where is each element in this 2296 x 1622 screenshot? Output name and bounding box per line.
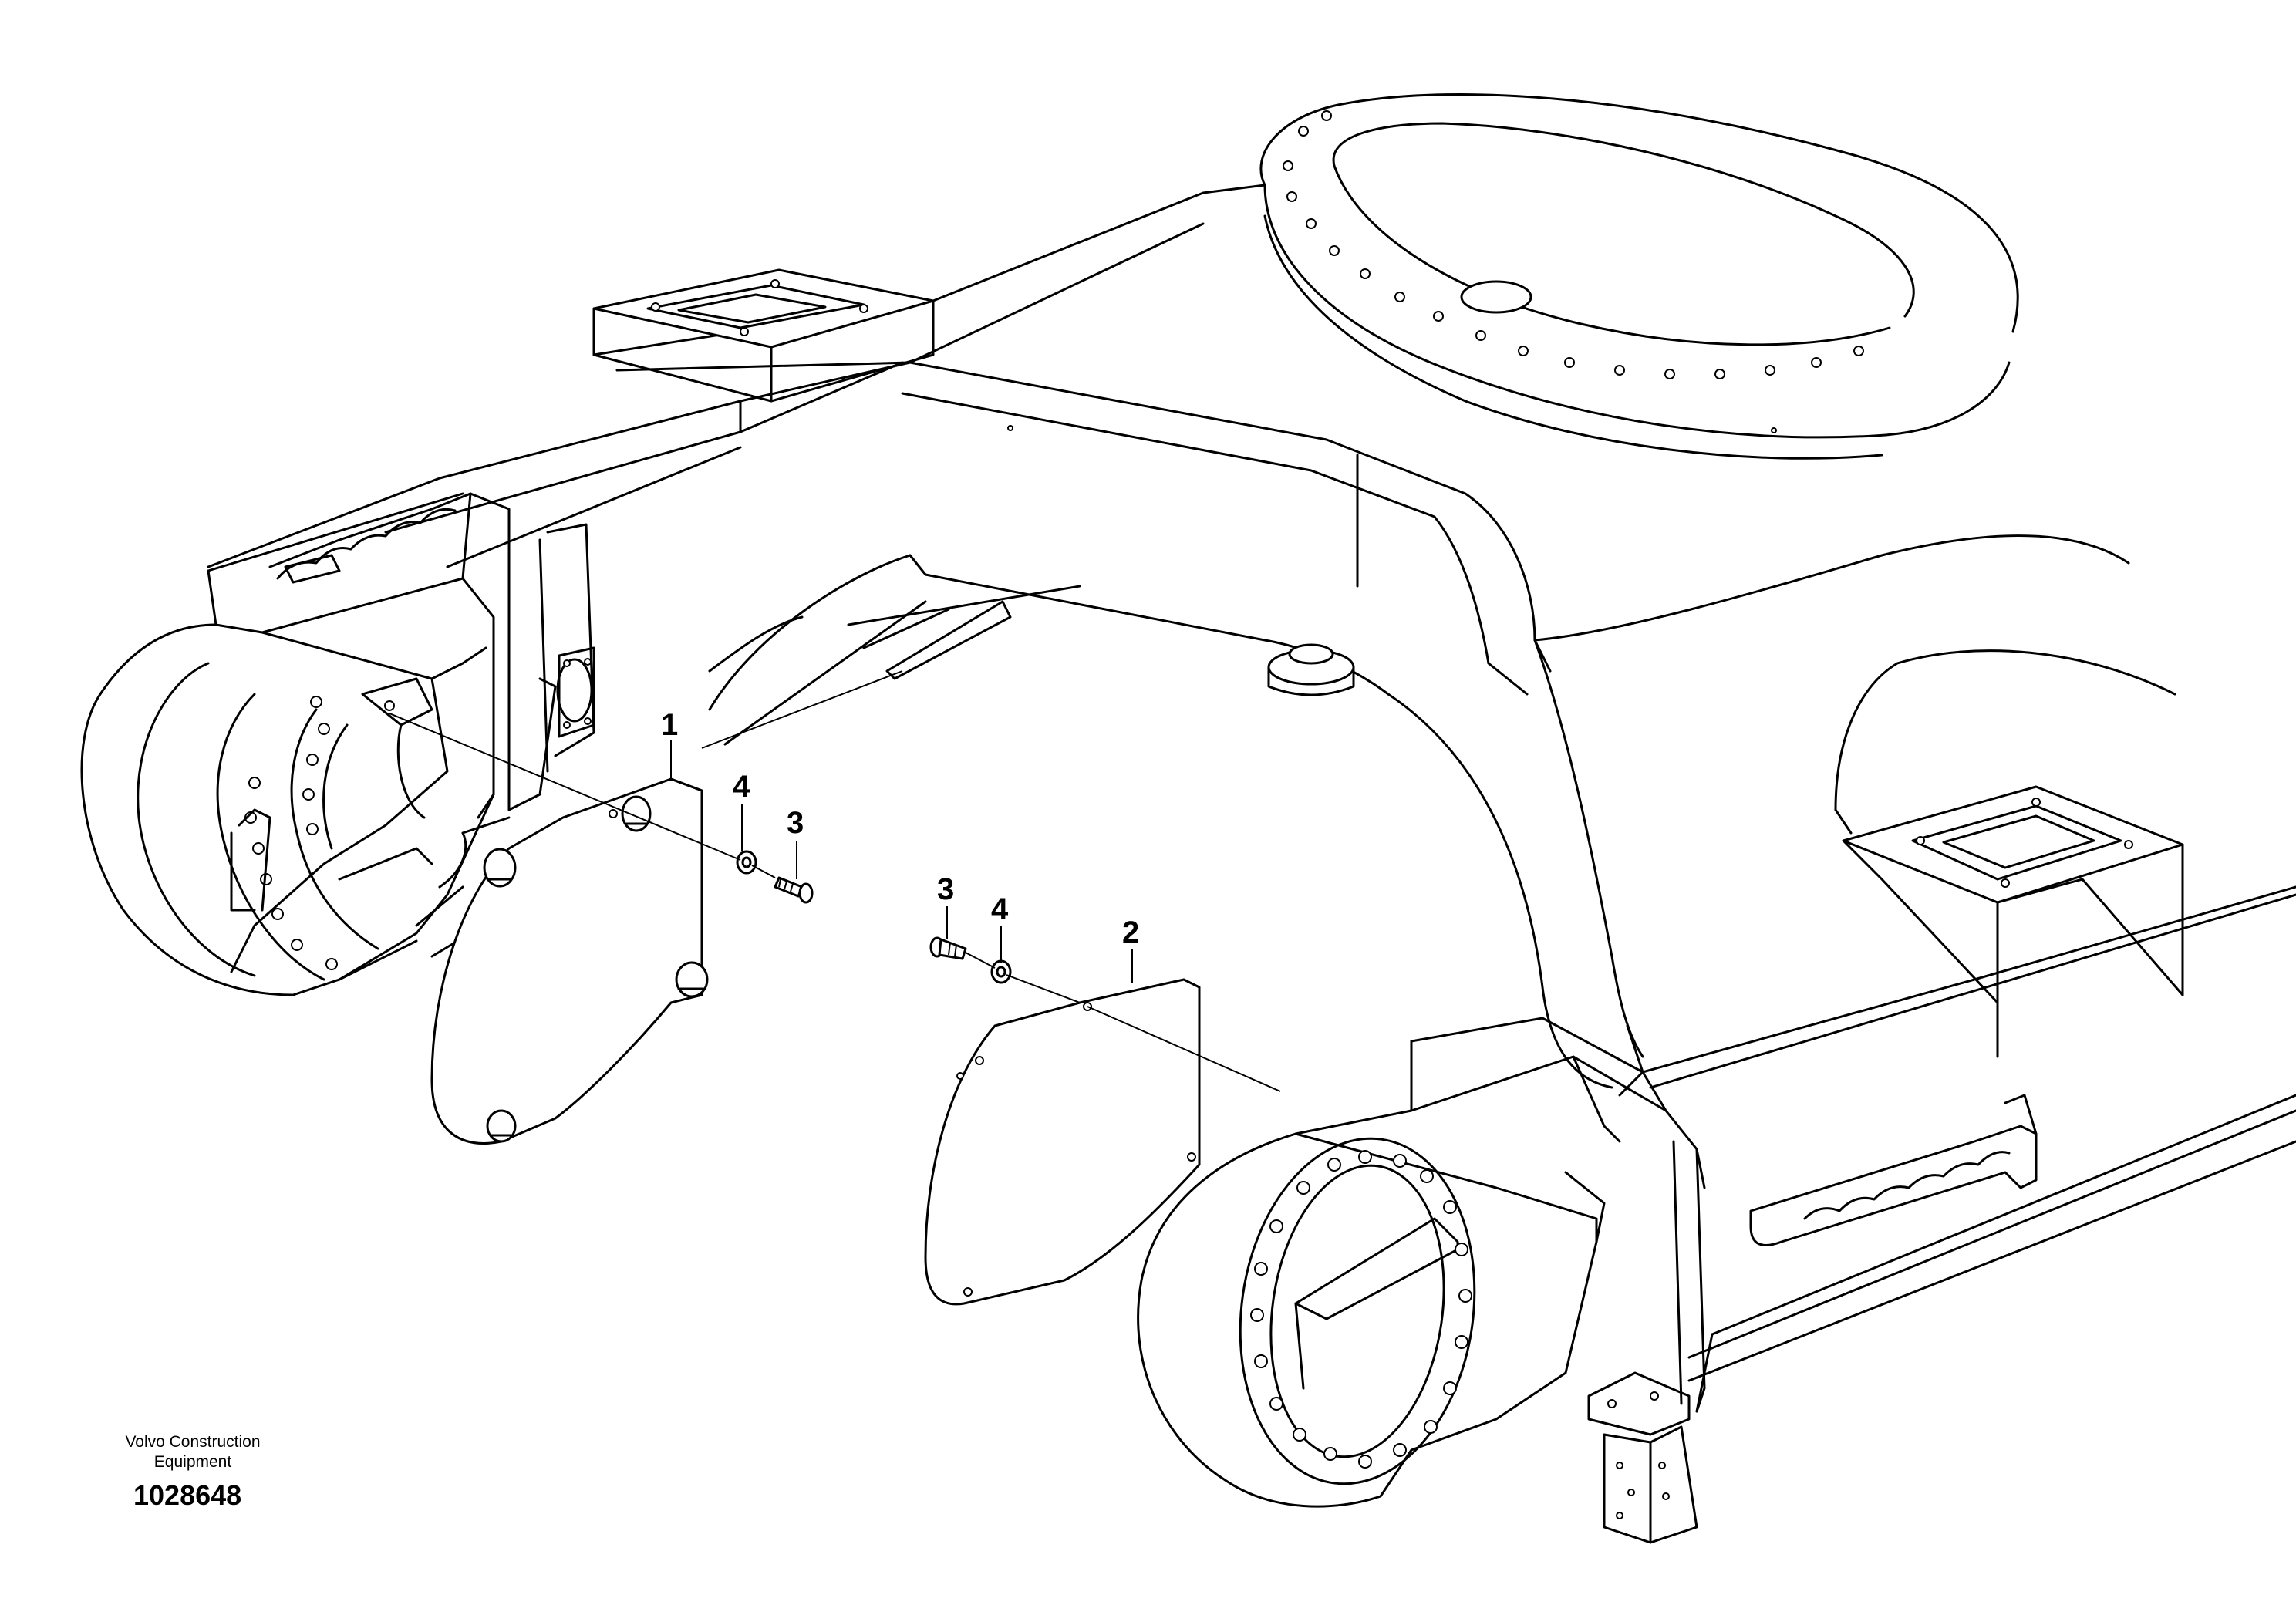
right-drum-bolt-holes bbox=[1250, 1150, 1472, 1469]
drawing-number: 1028648 bbox=[133, 1479, 242, 1511]
callout-right-washer: 4 bbox=[991, 892, 1009, 926]
publisher-line-1: Volvo Construction bbox=[125, 1433, 261, 1451]
right-pad-mount bbox=[1842, 785, 2184, 1058]
right-track-frame bbox=[1137, 1017, 1714, 1544]
left-fasteners bbox=[736, 850, 814, 904]
ring-bolt-holes bbox=[1007, 110, 1864, 433]
screw-left bbox=[774, 876, 814, 904]
cover-plate-right bbox=[924, 978, 1201, 1306]
left-pad-mount bbox=[592, 268, 935, 403]
callout-right-screw: 3 bbox=[937, 872, 954, 906]
left-track-frame bbox=[80, 492, 595, 996]
right-fasteners bbox=[929, 936, 1012, 984]
left-drum-bolt-holes bbox=[244, 696, 338, 970]
swing-ring bbox=[1007, 93, 2019, 460]
screw-right bbox=[929, 936, 967, 960]
callout-left-washer: 4 bbox=[733, 770, 750, 804]
callout-leaders bbox=[670, 740, 1133, 983]
publisher-line-2: Equipment bbox=[153, 1453, 232, 1471]
washer-left bbox=[736, 850, 757, 875]
assembly-lines bbox=[389, 670, 1281, 1092]
washer-right bbox=[990, 959, 1012, 984]
undercarriage-frame bbox=[207, 184, 2296, 1382]
cover-1-mount-tabs bbox=[483, 795, 709, 1143]
callout-part-2: 2 bbox=[1122, 916, 1139, 949]
callout-left-screw: 3 bbox=[787, 806, 804, 840]
callout-part-1: 1 bbox=[661, 708, 678, 742]
cover-plate-left bbox=[430, 777, 709, 1145]
